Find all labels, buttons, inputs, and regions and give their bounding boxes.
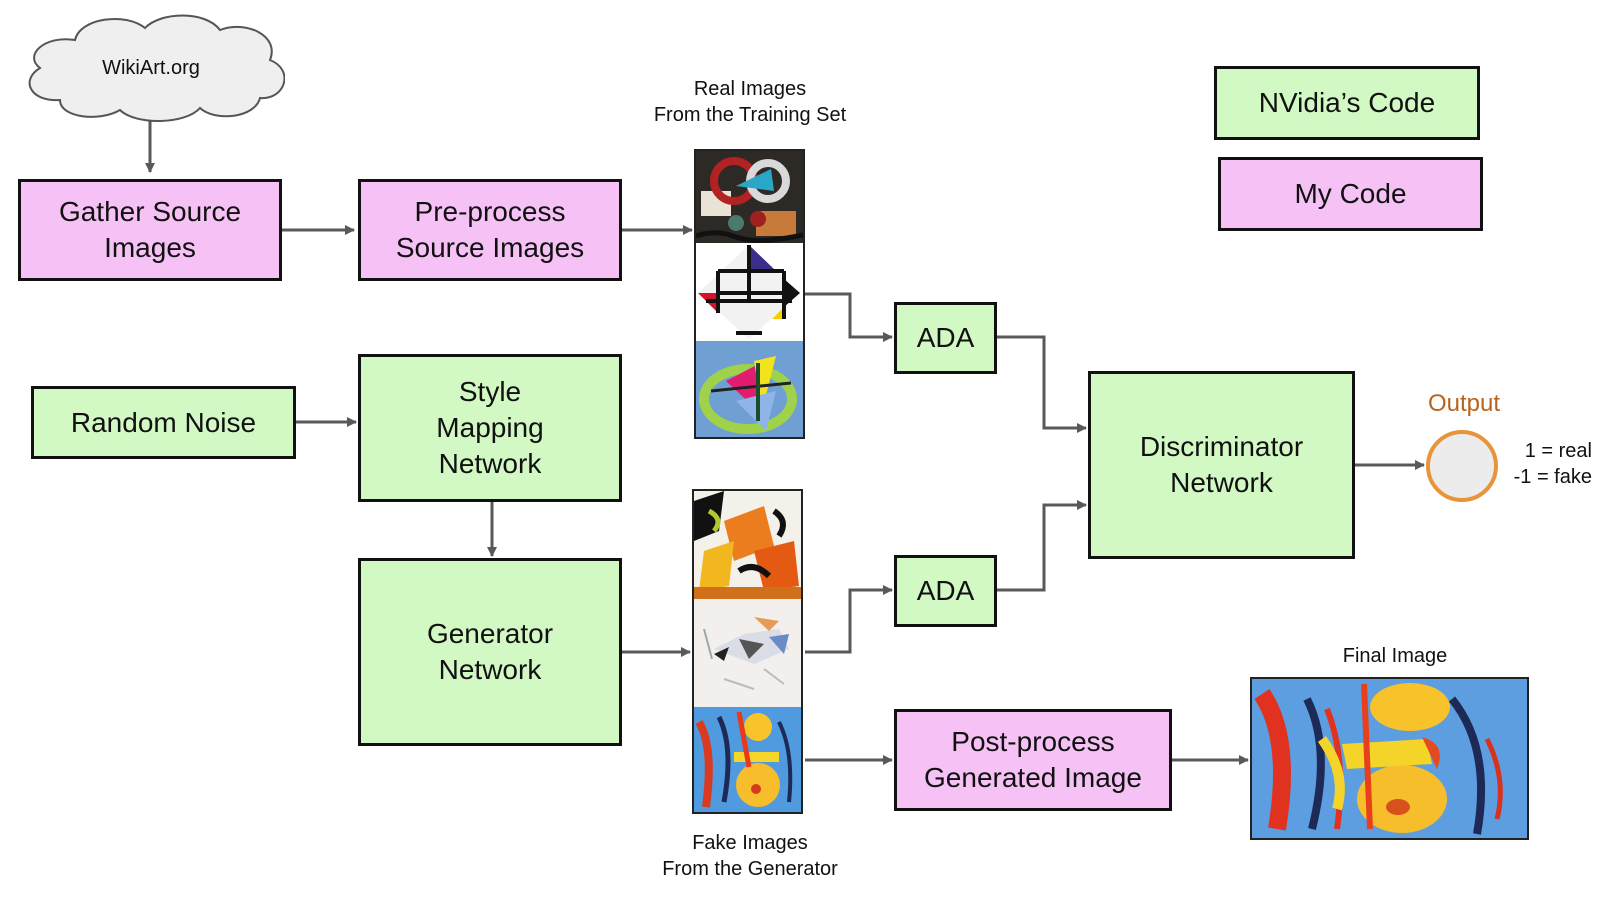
- postprocess-generated-image-node[interactable]: Post-process Generated Image: [894, 709, 1172, 811]
- final-image-caption: Final Image: [1342, 645, 1448, 667]
- final-painting-icon: [1252, 679, 1527, 838]
- real-images-strip: [694, 149, 805, 439]
- style-mapping-label: Style Mapping Network: [436, 376, 544, 479]
- generator-network-node[interactable]: Generator Network: [358, 558, 622, 746]
- gather-label: Gather Source Images: [58, 196, 242, 263]
- discriminator-network-node[interactable]: Discriminator Network: [1088, 371, 1355, 559]
- delaunay-painting-icon: [696, 341, 803, 437]
- fake-image-tile-3: [694, 707, 801, 812]
- output-circle-icon: [1426, 430, 1498, 502]
- arrow-fake-to-ada: [805, 585, 893, 654]
- output-node: [1426, 430, 1498, 502]
- abstract-painting-icon: [696, 151, 803, 243]
- final-image: [1250, 677, 1529, 840]
- fake-image-tile-2: [694, 599, 801, 707]
- legend-nvidia-code: NVidia’s Code: [1214, 66, 1480, 140]
- real-image-tile-3: [696, 341, 803, 437]
- random-noise-node[interactable]: Random Noise: [31, 386, 296, 459]
- fake-images-caption: Fake Images From the Generator: [662, 832, 838, 880]
- postprocess-label: Post-process Generated Image: [924, 726, 1142, 793]
- mondrian-painting-icon: [698, 245, 800, 339]
- real-image-tile-1: [696, 151, 803, 243]
- ada-fake-node[interactable]: ADA: [894, 555, 997, 627]
- generated-sketch-icon: [694, 599, 801, 707]
- arrow-real-to-ada: [805, 292, 893, 342]
- style-mapping-network-node[interactable]: Style Mapping Network: [358, 354, 622, 502]
- output-values: 1 = real -1 = fake: [1513, 440, 1592, 488]
- legend-nvidia-label: NVidia’s Code: [1258, 87, 1436, 118]
- real-image-tile-2: [696, 243, 803, 341]
- ada-real-label: ADA: [916, 322, 975, 353]
- arrow-ada-real-to-discriminator: [997, 335, 1087, 433]
- random-noise-label: Random Noise: [70, 406, 257, 438]
- preprocess-label: Pre-process Source Images: [395, 196, 585, 263]
- fake-image-tile-1: [694, 491, 801, 599]
- cloud-label: WikiArt.org: [102, 57, 200, 79]
- legend-mine-label: My Code: [1294, 178, 1407, 209]
- cloud-icon: [28, 14, 285, 122]
- generated-abstract-icon: [694, 491, 801, 599]
- fake-images-strip: [692, 489, 803, 814]
- arrow-ada-fake-to-discriminator: [997, 500, 1087, 592]
- generator-label: Generator Network: [426, 618, 554, 685]
- output-title: Output: [1428, 390, 1501, 417]
- ada-fake-label: ADA: [916, 575, 975, 606]
- discriminator-label: Discriminator Network: [1139, 431, 1304, 498]
- real-images-caption: Real Images From the Training Set: [653, 78, 847, 126]
- wikiart-cloud: WikiArt.org: [28, 14, 285, 122]
- legend-my-code: My Code: [1218, 157, 1483, 231]
- ada-real-node[interactable]: ADA: [894, 302, 997, 374]
- gather-source-images-node[interactable]: Gather Source Images: [18, 179, 282, 281]
- generated-blue-abstract-icon: [694, 707, 801, 812]
- preprocess-source-images-node[interactable]: Pre-process Source Images: [358, 179, 622, 281]
